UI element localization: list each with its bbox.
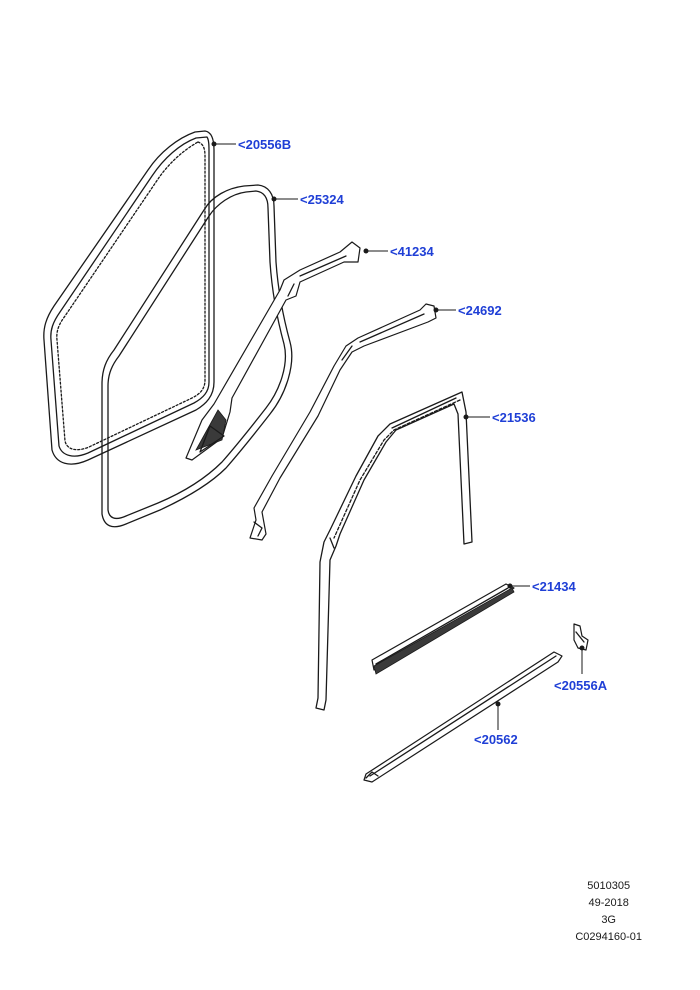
part-21536-glass-run[interactable] (315, 391, 473, 711)
callout-21434[interactable]: <21434 (532, 579, 577, 594)
part-20556B-door-opening-seal[interactable] (43, 130, 215, 465)
callout-25324[interactable]: <25324 (300, 192, 345, 207)
part-21434-inner-belt-strip[interactable] (371, 583, 515, 675)
reference-line-1: 5010305 (587, 880, 631, 892)
callout-41234[interactable]: <41234 (390, 244, 435, 259)
callout-21536[interactable]: <21536 (492, 410, 536, 425)
part-24692-window-channel[interactable] (249, 303, 437, 541)
part-25324-door-seal[interactable] (101, 184, 293, 528)
reference-block: 5010305 49-2018 3G C0294160-01 (575, 878, 642, 946)
callout-24692[interactable]: <24692 (458, 303, 502, 318)
callout-20556B[interactable]: <20556B (238, 137, 291, 152)
leader-lines (211, 141, 585, 730)
part-20562-belt-moulding[interactable] (363, 651, 563, 783)
reference-line-4: C0294160-01 (575, 931, 642, 943)
reference-line-2: 49-2018 (588, 897, 629, 909)
reference-line-3: 3G (601, 914, 616, 926)
part-41234-upper-glass-run[interactable] (185, 241, 361, 461)
callout-20556A[interactable]: <20556A (554, 678, 608, 693)
part-20556A-clip[interactable] (573, 623, 589, 651)
callout-20562[interactable]: <20562 (474, 732, 518, 747)
